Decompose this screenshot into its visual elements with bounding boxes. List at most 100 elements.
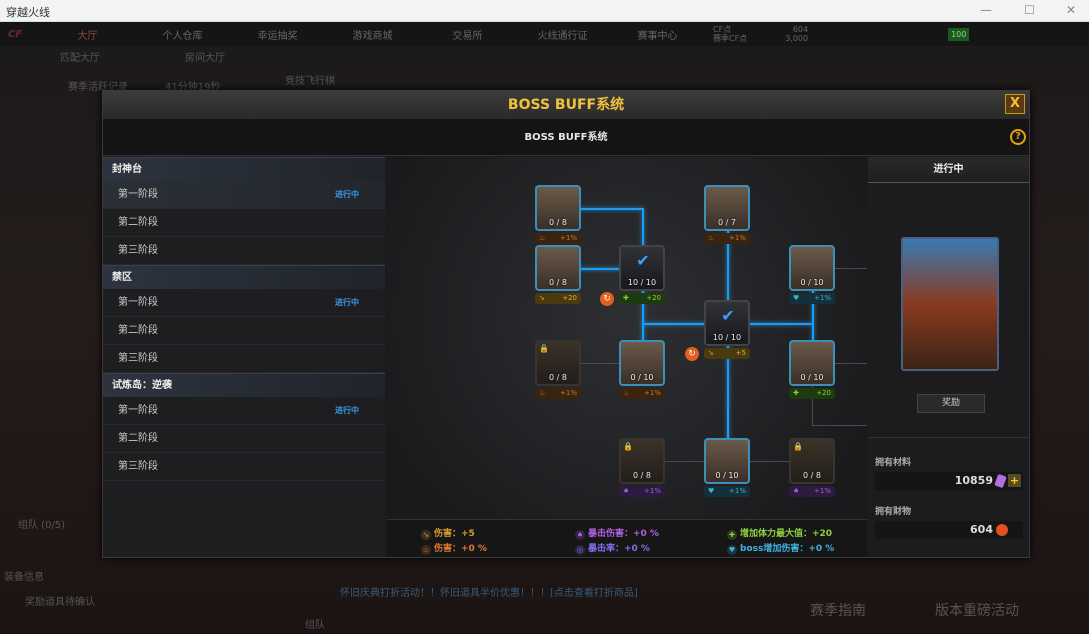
top-nav: CF 大厅 个人仓库 幸运抽奖 游戏商城 交易所 火线通行证 赛事中心 CF点赛…: [0, 22, 1089, 46]
node-progress: 0 / 10: [800, 278, 824, 287]
node-bonus: ♥+1%: [789, 293, 835, 304]
wealth-value: 604: [970, 523, 993, 536]
buff-summary-text: 伤害：+5: [434, 529, 475, 539]
nav-lottery[interactable]: 幸运抽奖: [257, 30, 298, 42]
boss-card-image: [901, 237, 999, 371]
stage-item[interactable]: 第一阶段 进行中: [103, 181, 385, 209]
buff-type-icon: ♠: [575, 530, 585, 540]
stage-item[interactable]: 第二阶段: [103, 209, 385, 237]
buff-node[interactable]: 0 / 10: [789, 245, 835, 291]
buff-node[interactable]: 🔒0 / 8: [619, 438, 665, 484]
buff-node[interactable]: 0 / 10: [789, 340, 835, 386]
bonus-value: +20: [646, 294, 661, 302]
stage-item[interactable]: 第一阶段进行中: [103, 289, 385, 317]
ranking-link[interactable]: 竞技飞行棋: [285, 76, 335, 87]
nav-warehouse[interactable]: 个人仓库: [162, 30, 203, 42]
buff-node[interactable]: 0 / 8: [535, 245, 581, 291]
gold-buff-icon: ➘: [708, 349, 714, 357]
team-chat[interactable]: 组队: [305, 620, 325, 631]
stage-item[interactable]: 第三阶段: [103, 345, 385, 373]
bonus-value: +1%: [560, 389, 577, 397]
node-bonus: ✚ +20: [619, 293, 665, 304]
node-bonus: ✚+20: [789, 388, 835, 399]
stage-item[interactable]: 第一阶段进行中: [103, 397, 385, 425]
cf-logo: CF: [8, 28, 23, 40]
buff-node[interactable]: 0 / 8: [535, 185, 581, 231]
stage-label: 第二阶段: [118, 433, 158, 444]
nav-shop[interactable]: 游戏商城: [352, 30, 393, 42]
green-buff-icon: ✚: [793, 389, 799, 397]
buff-node[interactable]: 0 / 7: [704, 185, 750, 231]
wealth-field: 604: [875, 521, 1023, 539]
nav-lobby[interactable]: 大厅: [77, 30, 98, 42]
buff-summary-text: 伤害：+0 %: [434, 544, 487, 554]
stage-item[interactable]: 第二阶段: [103, 317, 385, 345]
stage-label: 第一阶段: [118, 189, 158, 200]
orange-buff-icon: ♨: [539, 234, 546, 242]
materials-field: 10859+: [875, 472, 1023, 490]
minimize-button[interactable]: —: [980, 3, 992, 17]
check-icon: ✔: [721, 306, 735, 325]
buff-node[interactable]: 🔒0 / 8: [789, 438, 835, 484]
subtitle-text: BOSS BUFF系统: [524, 132, 608, 143]
buff-summary-text: 增加体力最大值：+20: [740, 529, 833, 539]
buff-node[interactable]: 0 / 10: [704, 438, 750, 484]
version-event-button[interactable]: 版本重磅活动: [935, 603, 1019, 619]
ticker[interactable]: 怀旧庆典打折活动！！怀旧道具半价优惠！！！[点击查看打折商品]: [340, 588, 638, 599]
tab-room-lobby[interactable]: 房间大厅: [185, 53, 225, 64]
node-progress: 10 / 10: [712, 333, 742, 342]
nav-exchange[interactable]: 交易所: [452, 30, 483, 42]
buff-summary-text: 暴击伤害：+0 %: [588, 529, 659, 539]
status-header: 进行中: [868, 157, 1029, 183]
add-materials-button[interactable]: +: [1008, 474, 1021, 487]
season-guide-button[interactable]: 赛季指南: [810, 603, 866, 619]
node-progress: 10 / 10: [627, 278, 657, 287]
nav-events[interactable]: 赛事中心: [637, 30, 678, 42]
buff-node[interactable]: 🔒0 / 8: [535, 340, 581, 386]
buff-summary-item: ♨伤害：+0 %: [421, 541, 487, 555]
stage-label: 第一阶段: [118, 405, 158, 416]
crystal-icon: [994, 473, 1007, 489]
wealth-label: 拥有财物: [875, 507, 912, 517]
lock-icon: 🔒: [539, 344, 549, 353]
reward-panel: 进行中 奖励 拥有材料 10859+ 拥有财物 604: [868, 157, 1029, 557]
stage-label: 第三阶段: [118, 461, 158, 472]
season-record[interactable]: 赛季活跃记录: [68, 82, 128, 93]
bonus-value: +1%: [644, 389, 661, 397]
buff-node[interactable]: 0 / 10: [619, 340, 665, 386]
node-progress: 0 / 10: [800, 373, 824, 382]
tree-nodes: 0 / 8♨+1%0 / 7♨+1%0 / 8➘+20✔10 / 10✚+20↻…: [387, 157, 867, 517]
coin-icon: [996, 524, 1008, 536]
nav-pass[interactable]: 火线通行证: [537, 30, 588, 42]
help-icon[interactable]: ?: [1010, 129, 1026, 145]
level-badge: 100: [948, 27, 970, 41]
node-bonus: ♨+1%: [535, 233, 581, 244]
stage-label: 第二阶段: [118, 325, 158, 336]
stage-group-header: 封神台: [103, 157, 385, 181]
reset-icon[interactable]: ↻: [600, 292, 614, 306]
reset-icon[interactable]: ↻: [685, 347, 699, 361]
cf-points: CF点赛季CF点: [713, 25, 748, 43]
close-button[interactable]: X: [1005, 94, 1025, 114]
reward-button[interactable]: 奖励: [917, 394, 985, 413]
orange-buff-icon: ♨: [623, 389, 630, 397]
materials-label: 拥有材料: [875, 458, 912, 468]
node-bonus: ♥+1%: [704, 486, 750, 497]
stage-status: 进行中: [335, 190, 359, 199]
tab-match-lobby[interactable]: 匹配大厅: [60, 53, 100, 64]
close-window-button[interactable]: ✕: [1066, 3, 1077, 17]
buff-node[interactable]: ✔10 / 10: [619, 245, 665, 291]
green-buff-icon: ✚: [623, 294, 629, 302]
equipment-tab[interactable]: 装备信息: [4, 572, 44, 583]
stage-item[interactable]: 第三阶段: [103, 237, 385, 265]
buff-node[interactable]: ✔ 10 / 10: [704, 300, 750, 346]
cyan-buff-icon: ♥: [793, 294, 800, 302]
stage-status: 进行中: [335, 298, 359, 307]
stage-item[interactable]: 第三阶段: [103, 453, 385, 481]
buff-summary-text: 暴击率：+0 %: [588, 544, 650, 554]
bonus-value: +1%: [644, 487, 661, 495]
maximize-button[interactable]: ☐: [1024, 3, 1035, 17]
stage-group-header: 试炼岛：逆袭: [103, 373, 385, 397]
stage-item[interactable]: 第二阶段: [103, 425, 385, 453]
reward-confirm[interactable]: 奖励道具待确认: [25, 597, 95, 608]
